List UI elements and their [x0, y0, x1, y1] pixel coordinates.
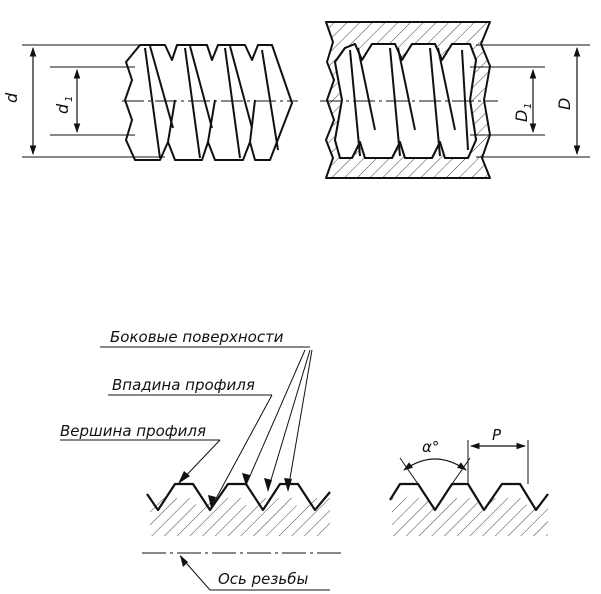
annotation-crest: Вершина профиля [60, 422, 206, 440]
external-thread: d d 1 [2, 44, 298, 161]
nut-extension-lines [470, 44, 590, 158]
profile-annotated: Боковые поверхности Впадина профиля Верш… [60, 328, 345, 591]
angle-label: α° [422, 438, 439, 456]
bolt-body [124, 44, 293, 161]
pitch-extension-lines [467, 440, 529, 484]
profile2-hatched-base [392, 498, 548, 536]
angle-extension-lines [399, 457, 471, 485]
bolt-thread-lines [144, 45, 279, 159]
dim-d1-subscript: 1 [64, 96, 75, 102]
profile-angle-pitch: α° P [389, 426, 549, 536]
bolt-extension-lines [22, 44, 165, 158]
profile2-hatch-mask [392, 470, 548, 512]
angle-arc [403, 458, 467, 471]
internal-thread: D D 1 [320, 21, 590, 179]
dim-D1-subscript: 1 [523, 103, 534, 109]
dim-d1-label: d [53, 103, 72, 114]
dim-D1-label: D [512, 110, 531, 122]
dim-d-label: d [2, 92, 21, 103]
dim-D-label: D [555, 98, 574, 110]
thread-axis-leader-arrow [180, 555, 188, 567]
profile-line [146, 482, 331, 512]
annotation-side-surfaces: Боковые поверхности [110, 328, 284, 346]
leader-lines [60, 346, 313, 507]
leader-arrowheads [178, 471, 292, 508]
pitch-label: P [492, 426, 502, 444]
nut-thread-lines [349, 47, 469, 157]
annotation-root: Впадина профиля [112, 376, 255, 394]
annotation-axis: Ось резьбы [218, 570, 308, 588]
